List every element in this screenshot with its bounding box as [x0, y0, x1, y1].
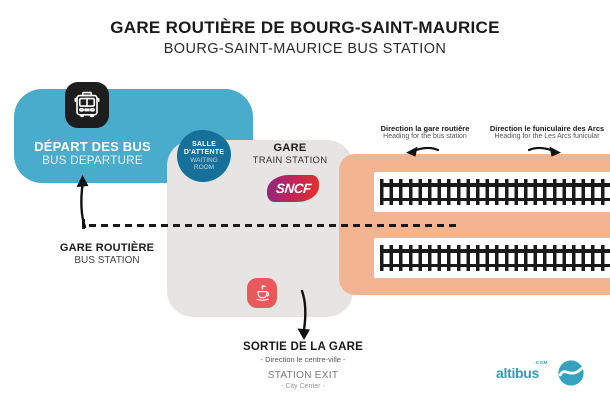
railway-track-2	[374, 238, 610, 278]
waiting-room-fr1: SALLE	[192, 140, 216, 148]
rail	[380, 197, 610, 201]
bus-station-marker-fr: GARE ROUTIÈRE	[59, 242, 155, 254]
station-exit-fr: SORTIE DE LA GARE	[243, 341, 363, 353]
rail	[380, 263, 610, 267]
walking-path-dashed-line	[89, 224, 457, 227]
train-station-label-en: TRAIN STATION	[252, 155, 328, 166]
track-ties	[380, 245, 610, 271]
station-exit-label: SORTIE DE LA GARE - Direction le centre-…	[228, 341, 378, 390]
direction-bus-station-fr: Direction la gare routière	[380, 124, 470, 133]
cafe-icon	[247, 278, 277, 308]
altibus-logo-suffix: .COM	[534, 360, 548, 365]
altibus-logo-text: altibus	[496, 365, 540, 381]
direction-bus-station-label: Direction la gare routière Heading for t…	[363, 124, 487, 142]
direction-bus-station-en: Heading for the bus station	[383, 133, 467, 141]
waiting-room-badge: SALLE D'ATTENTE WAITING ROOM	[177, 130, 231, 182]
bus-departure-label-fr: DÉPART DES BUS	[34, 139, 151, 154]
railway-track-1	[374, 172, 610, 212]
bus-station-marker-en: BUS STATION	[74, 255, 140, 266]
page-title: GARE ROUTIÈRE DE BOURG-SAINT-MAURICE	[110, 18, 500, 37]
track-ties	[380, 179, 610, 205]
bus-icon	[65, 82, 109, 128]
page-subtitle: BOURG-SAINT-MAURICE BUS STATION	[163, 41, 447, 57]
direction-funicular-en: Heading for the Les Arcs funicular	[494, 133, 600, 141]
altibus-swoosh-icon	[557, 359, 585, 392]
bus-departure-label-en: BUS DEPARTURE	[42, 155, 143, 167]
arrow-down-icon	[294, 289, 314, 346]
station-exit-fr-sub: - Direction le centre-ville -	[260, 355, 346, 364]
waiting-room-en2: ROOM	[193, 163, 215, 171]
rail	[380, 183, 610, 187]
station-exit-en-sub: - City Center -	[281, 383, 325, 390]
rail	[380, 249, 610, 253]
arrow-up-icon	[73, 174, 93, 235]
sncf-logo-text: SNCF	[275, 181, 311, 196]
direction-funicular-fr: Direction le funiculaire des Arcs	[489, 124, 605, 133]
train-station-label-fr: GARE	[273, 142, 307, 154]
arrow-left-icon	[404, 144, 440, 164]
station-exit-en: STATION EXIT	[267, 370, 339, 381]
altibus-logo: altibus .COM	[494, 358, 594, 390]
sncf-logo: SNCF	[267, 175, 319, 202]
waiting-room-fr2: D'ATTENTE	[183, 148, 225, 156]
arrow-right-icon	[527, 144, 563, 164]
direction-funicular-label: Direction le funiculaire des Arcs Headin…	[485, 124, 609, 142]
waiting-room-en1: WAITING	[190, 156, 218, 164]
